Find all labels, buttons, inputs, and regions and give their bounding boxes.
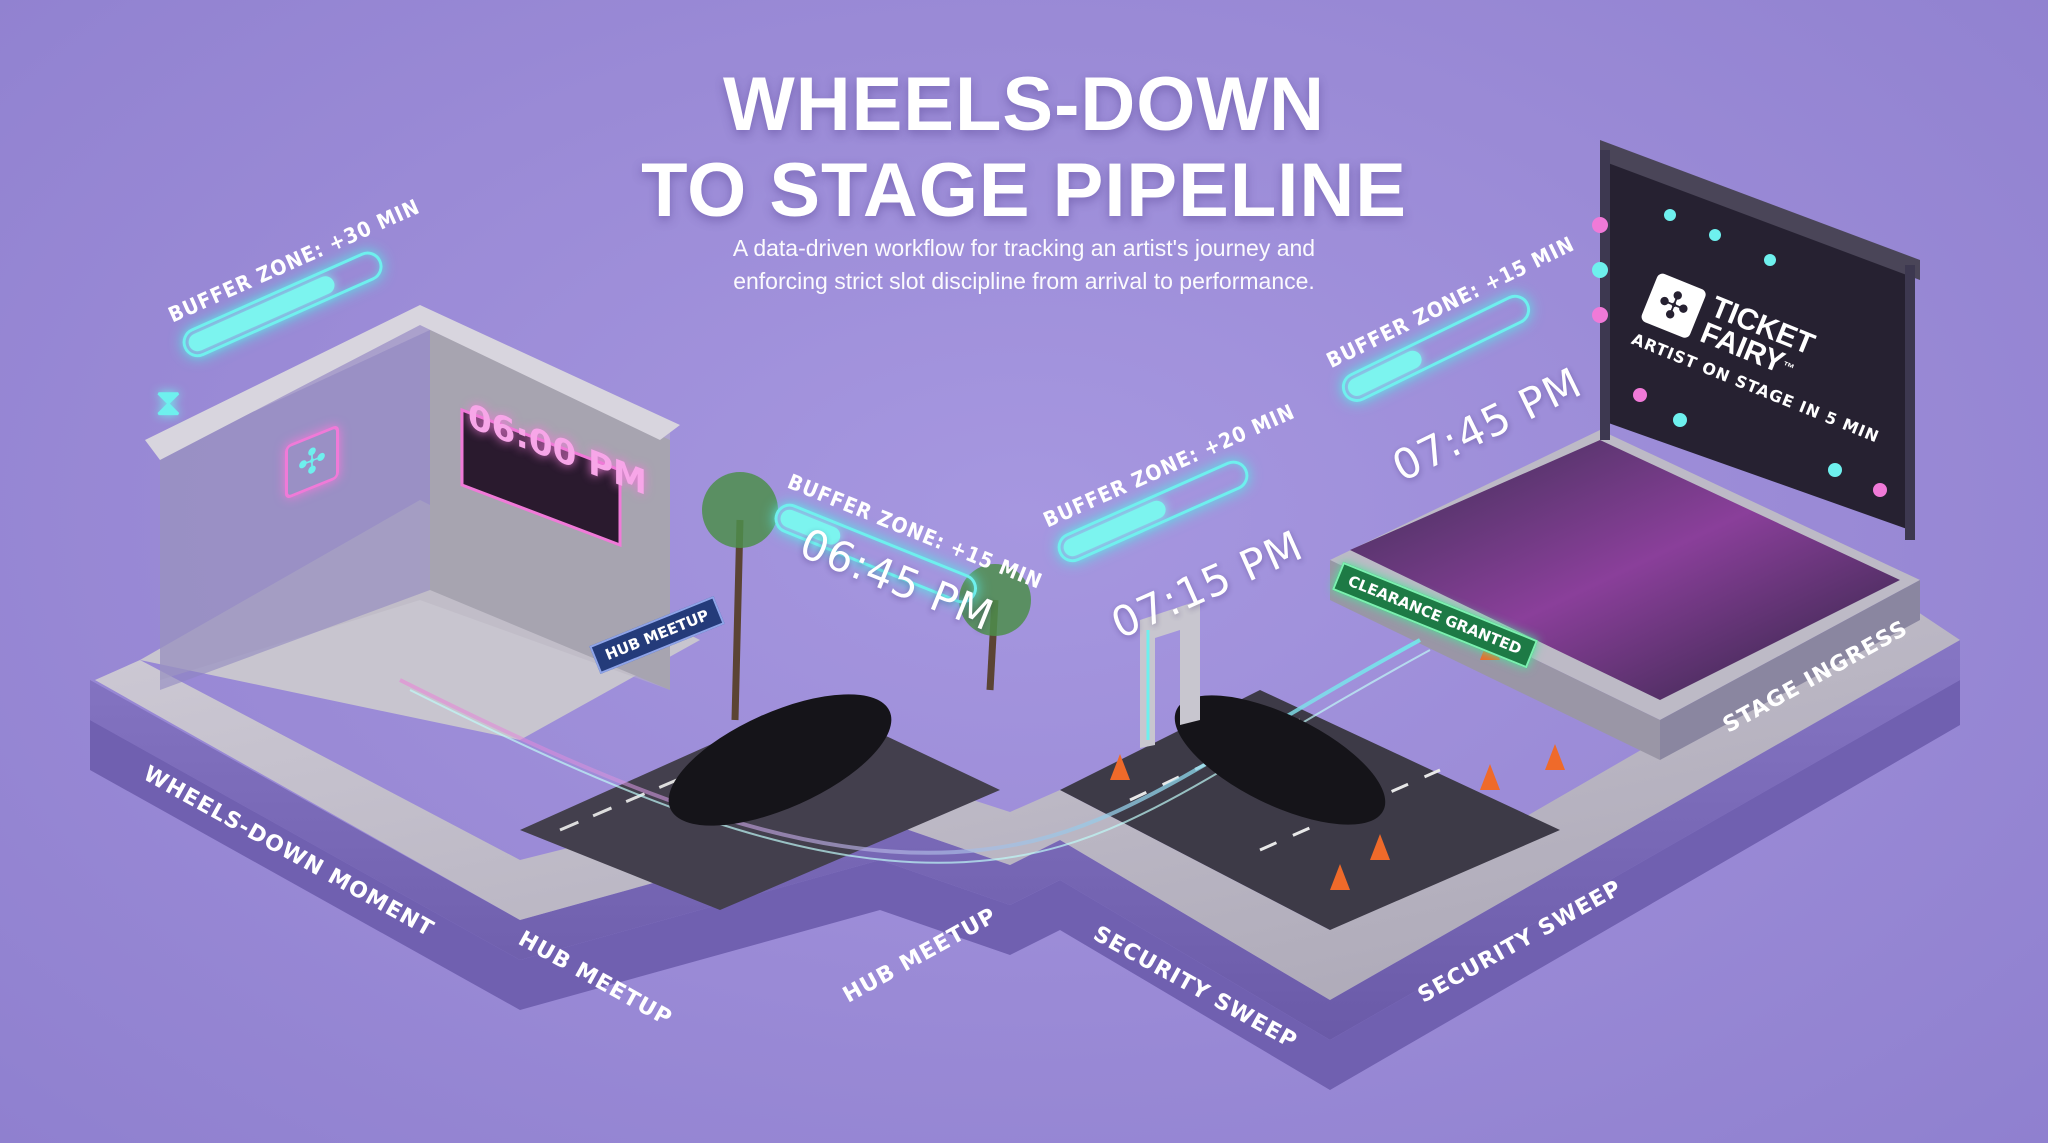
subtitle-line-2: enforcing strict slot discipline from ar… (733, 268, 1315, 294)
subtitle-line-1: A data-driven workflow for tracking an a… (732, 235, 1316, 261)
title-line-2: TO STAGE PIPELINE (641, 148, 1407, 233)
stage-lights (1592, 209, 1887, 497)
title-line-1: WHEELS-DOWN (722, 62, 1326, 147)
page-subtitle: A data-driven workflow for tracking an a… (0, 232, 2048, 298)
hourglass-icon: ⧗ (155, 380, 182, 424)
page-title: WHEELS-DOWN TO STAGE PIPELINE (0, 62, 2048, 234)
palm-trees (702, 472, 1031, 721)
